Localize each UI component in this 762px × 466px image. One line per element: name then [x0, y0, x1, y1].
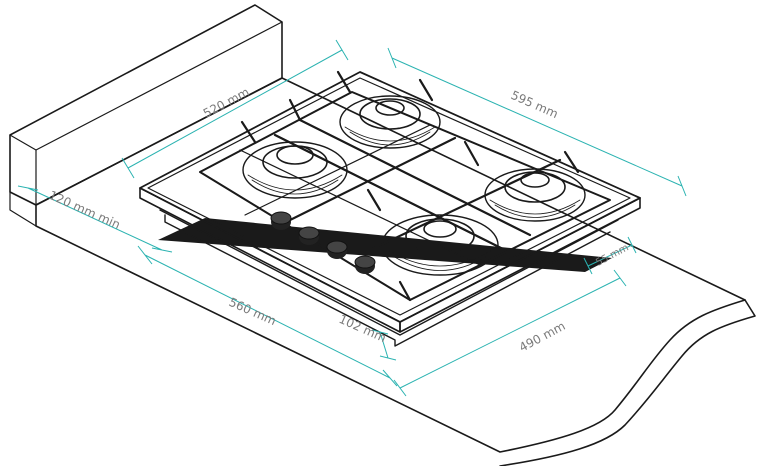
label-front-offset: 102 mm	[337, 312, 388, 345]
knob-1	[270, 211, 292, 230]
dimension-labels: 520 mm 595 mm 120 mm min 560 mm 102 mm 4…	[47, 85, 631, 355]
burner-front-left	[381, 214, 499, 276]
label-depth-right: 595 mm	[509, 88, 560, 121]
dim-line-cutout-depth	[393, 269, 627, 397]
label-height: 55 mm	[594, 242, 630, 268]
knob-3	[326, 240, 348, 259]
burner-back-left	[242, 141, 348, 199]
dim-line-height	[583, 236, 637, 275]
label-back-gap: 120 mm min	[47, 188, 123, 232]
countertop	[9, 4, 756, 466]
knob-2	[298, 226, 320, 245]
burner-back-right	[339, 95, 441, 149]
dim-line-back-gap	[17, 185, 173, 253]
dim-line-front-offset	[371, 329, 397, 361]
label-cutout-depth: 490 mm	[517, 319, 568, 355]
dimension-lines	[17, 39, 687, 397]
knob-4	[354, 255, 376, 274]
control-knobs	[270, 211, 376, 274]
countertop-surface	[35, 77, 746, 453]
cutout-opening	[158, 218, 612, 272]
label-width-top: 520 mm	[201, 85, 252, 121]
dim-line-width-top	[121, 39, 349, 179]
dim-line-cutout-width	[137, 245, 398, 387]
backsplash	[9, 4, 283, 206]
hob	[139, 70, 641, 347]
dim-line-depth-right	[387, 47, 687, 197]
burner-front-right	[484, 168, 586, 222]
